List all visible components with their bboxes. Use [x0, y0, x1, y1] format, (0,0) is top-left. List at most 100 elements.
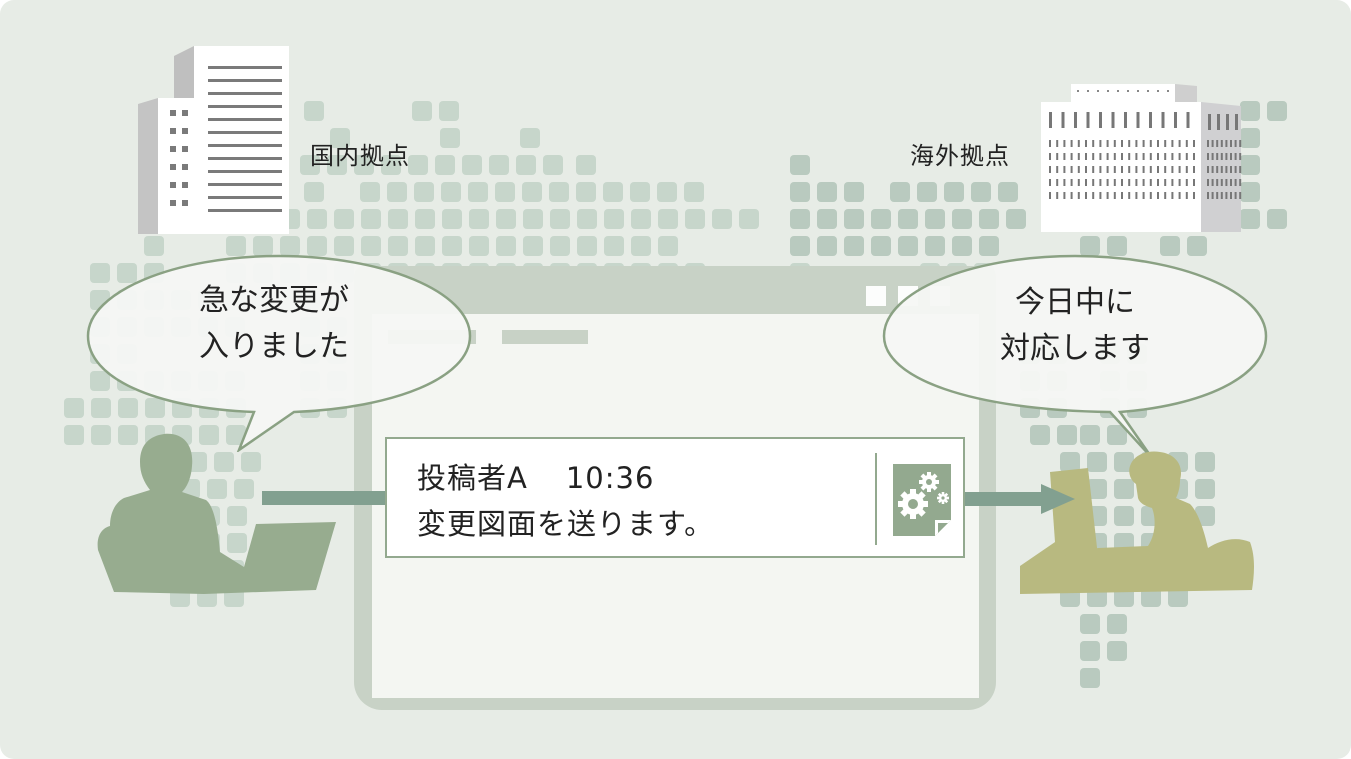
- map-tile: [1267, 209, 1287, 229]
- map-tile: [871, 236, 891, 256]
- map-tile: [441, 182, 461, 202]
- map-tile: [469, 236, 489, 256]
- map-tile: [979, 236, 999, 256]
- map-tile: [381, 155, 401, 175]
- map-tile: [496, 236, 516, 256]
- map-tile: [462, 155, 482, 175]
- speech-bubble-right: [882, 254, 1268, 459]
- map-tile: [1080, 641, 1100, 661]
- map-tile: [523, 236, 543, 256]
- map-tile: [604, 236, 624, 256]
- map-tile: [91, 425, 111, 445]
- map-tile: [1080, 425, 1100, 445]
- map-tile: [442, 209, 462, 229]
- map-tile: [550, 209, 570, 229]
- map-tile: [790, 236, 810, 256]
- map-tile: [440, 128, 460, 148]
- map-tile: [520, 128, 540, 148]
- map-tile: [414, 182, 434, 202]
- map-tile: [658, 209, 678, 229]
- map-tile: [576, 155, 596, 175]
- map-tile: [1240, 155, 1260, 175]
- map-tile: [712, 209, 732, 229]
- map-tile: [549, 182, 569, 202]
- map-tile: [952, 236, 972, 256]
- map-tile: [145, 398, 165, 418]
- map-tile: [1114, 506, 1134, 526]
- map-tile: [925, 236, 945, 256]
- sender-person-laptop-icon: [97, 433, 337, 594]
- map-tile: [226, 425, 246, 445]
- map-tile: [604, 209, 624, 229]
- bubble-right-line2: 対応します: [1000, 331, 1150, 366]
- map-tile: [334, 209, 354, 229]
- map-tile: [388, 209, 408, 229]
- map-tile: [1080, 614, 1100, 634]
- map-tile: [468, 182, 488, 202]
- map-tile: [844, 182, 864, 202]
- map-tile: [1240, 209, 1260, 229]
- map-tile: [90, 263, 110, 283]
- map-tile: [685, 209, 705, 229]
- map-tile: [790, 155, 810, 175]
- map-tile: [1267, 101, 1287, 121]
- map-tile: [300, 155, 320, 175]
- map-tile: [354, 155, 374, 175]
- bubble-left-line1: 急な変更が: [199, 283, 349, 318]
- map-tile: [890, 182, 910, 202]
- map-tile: [739, 209, 759, 229]
- map-tile: [898, 209, 918, 229]
- bubble-right-line1: 今日中に: [1015, 285, 1135, 320]
- drawing-file-gear-icon[interactable]: [893, 464, 951, 536]
- map-tile: [304, 101, 324, 121]
- map-tile: [1060, 452, 1080, 472]
- map-tile: [577, 236, 597, 256]
- map-tile: [631, 236, 651, 256]
- map-tile: [817, 209, 837, 229]
- map-tile: [550, 236, 570, 256]
- map-tile: [1107, 236, 1127, 256]
- map-tile: [657, 182, 677, 202]
- overseas-base-label: 海外拠点: [910, 142, 1010, 170]
- map-tile: [207, 479, 227, 499]
- map-tile: [1057, 425, 1077, 445]
- map-tile: [1107, 641, 1127, 661]
- map-tile: [543, 155, 563, 175]
- tablet-header-bar: [502, 330, 588, 344]
- map-tile: [630, 182, 650, 202]
- map-tile: [576, 182, 596, 202]
- map-tile: [817, 236, 837, 256]
- map-tile: [522, 182, 542, 202]
- map-tile: [979, 209, 999, 229]
- map-tile: [495, 182, 515, 202]
- bubble-left-line2: 入りました: [199, 329, 349, 364]
- map-tile: [844, 209, 864, 229]
- map-tile: [334, 236, 354, 256]
- map-tile: [1080, 236, 1100, 256]
- map-tile: [496, 209, 516, 229]
- map-tile: [998, 182, 1018, 202]
- map-tile: [971, 182, 991, 202]
- map-tile: [226, 236, 246, 256]
- map-tile: [1141, 587, 1161, 607]
- map-tile: [1107, 614, 1127, 634]
- map-tile: [253, 236, 273, 256]
- map-tile: [118, 398, 138, 418]
- map-tile: [227, 506, 247, 526]
- map-tile: [118, 425, 138, 445]
- overseas-building-icon: [1041, 84, 1242, 232]
- tablet-indicator: [866, 286, 886, 306]
- map-tile: [330, 128, 350, 148]
- map-tile: [327, 155, 347, 175]
- map-tile: [144, 236, 164, 256]
- map-tile: [307, 209, 327, 229]
- map-tile: [871, 209, 891, 229]
- map-tile: [1160, 236, 1180, 256]
- map-tile: [227, 533, 247, 553]
- map-tile: [1114, 452, 1134, 472]
- map-tile: [516, 155, 536, 175]
- map-tile: [925, 209, 945, 229]
- map-tile: [1087, 452, 1107, 472]
